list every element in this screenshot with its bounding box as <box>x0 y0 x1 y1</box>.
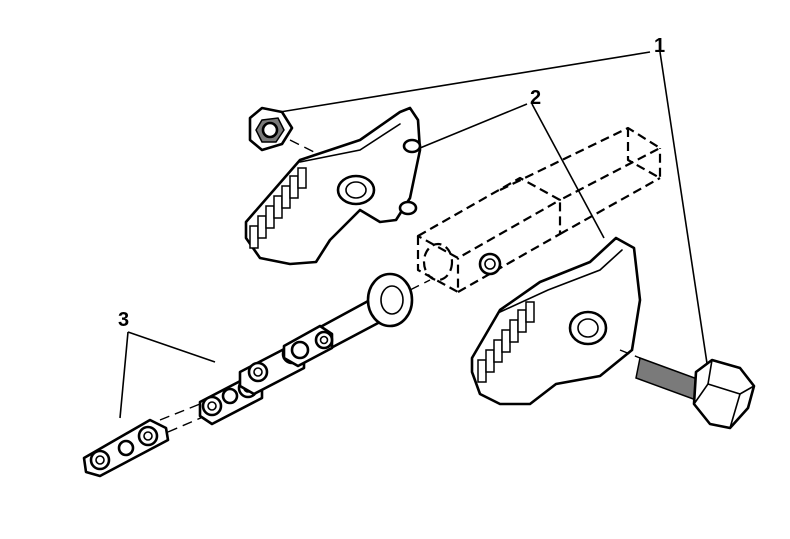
leader-1-to-bolt <box>659 51 709 371</box>
leader-2-to-lower-jaw <box>531 103 605 239</box>
chain-link-top <box>282 324 334 368</box>
leader-3-to-chain-end <box>119 331 129 419</box>
leader-2-to-upper-jaw <box>419 103 528 149</box>
chain-link-end <box>82 418 170 478</box>
callout-3: 3 <box>118 309 130 331</box>
chain <box>82 324 334 478</box>
lower-jaw-teeth <box>477 301 535 383</box>
bolt <box>619 349 756 430</box>
leader-3-to-chain-mid <box>127 331 216 363</box>
hex-nut <box>248 106 294 152</box>
leader-lines <box>119 51 709 419</box>
callout-2: 2 <box>530 87 542 109</box>
lower-jaw <box>470 236 642 406</box>
handle-phantom <box>416 126 662 294</box>
upper-jaw-teeth <box>249 167 307 249</box>
upper-jaw <box>244 106 422 266</box>
callout-1: 1 <box>654 35 666 57</box>
leader-1-to-nut <box>279 51 651 113</box>
